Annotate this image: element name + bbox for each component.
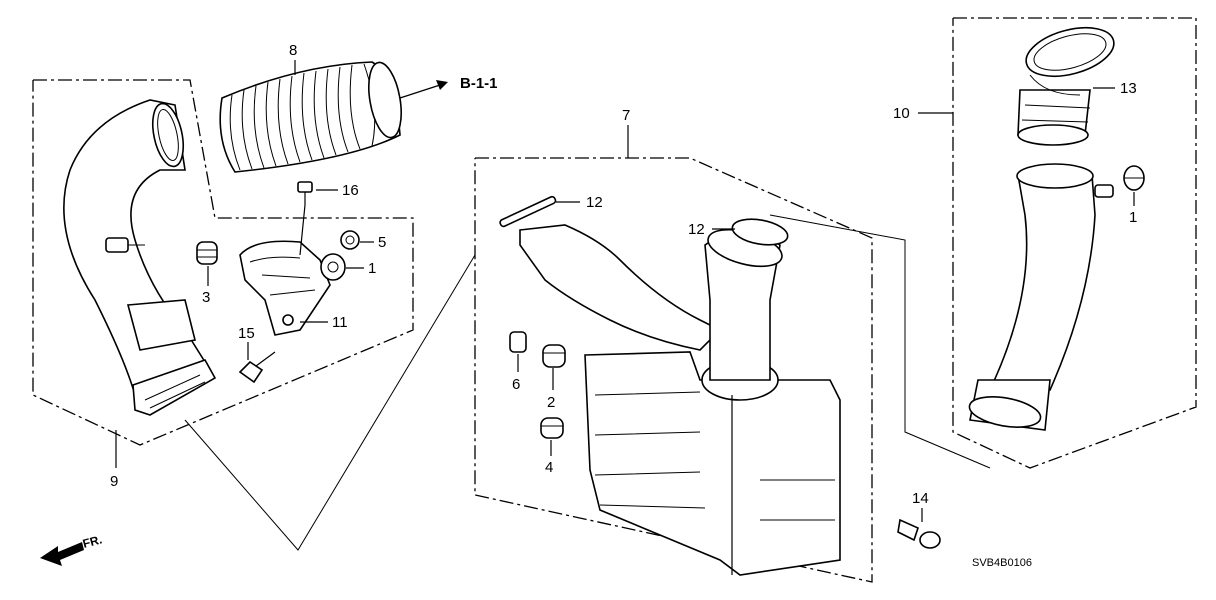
grommet-part-3: [196, 241, 218, 265]
nut-part-5: [340, 230, 360, 250]
seal-part-12-left: [499, 195, 557, 228]
callout-15: 15: [238, 325, 255, 342]
intake-duct-part-10: [968, 163, 1114, 431]
callout-3: 3: [202, 289, 210, 306]
callout-1-right: 1: [1129, 209, 1137, 226]
bolt-part-14: [897, 518, 941, 549]
reference-label: B-1-1: [460, 75, 498, 92]
group-10-outline: [952, 17, 1197, 469]
diagram-code: SVB4B0106: [972, 557, 1032, 569]
grommet-part-1-mid: [320, 253, 346, 281]
callout-7: 7: [622, 107, 630, 124]
pin-part-6: [509, 331, 527, 353]
air-cleaner-part-7: [519, 224, 841, 576]
callout-5: 5: [378, 234, 386, 251]
reference-arrow: [399, 80, 448, 99]
bolt-part-15: [238, 351, 276, 384]
callout-12-right: 12: [688, 221, 705, 238]
group-7-outline: [474, 157, 873, 583]
callout-14: 14: [912, 490, 929, 507]
callout-13: 13: [1120, 80, 1137, 97]
callout-8: 8: [289, 42, 297, 59]
leader-lines: [115, 60, 1135, 522]
bracket-part-11: [239, 240, 331, 336]
callout-4: 4: [545, 459, 553, 476]
callout-1-mid: 1: [368, 260, 376, 277]
intake-hose-part-8: [219, 61, 402, 173]
callout-6: 6: [512, 376, 520, 393]
connector-9-to-7: [184, 254, 476, 551]
front-label: FR.: [81, 532, 103, 551]
resonator-duct-part-9: [63, 99, 217, 416]
callout-9: 9: [110, 473, 118, 490]
boot-part-13: [1017, 26, 1115, 146]
seal-part-12-right: [731, 218, 789, 246]
callout-2: 2: [547, 394, 555, 411]
callout-10: 10: [893, 105, 910, 122]
grommet-part-1-right: [1123, 165, 1145, 191]
group-9-outline: [32, 79, 414, 446]
grommet-part-2: [542, 344, 566, 368]
callout-12-left: 12: [586, 194, 603, 211]
callout-11: 11: [332, 314, 348, 331]
front-arrow-icon: [40, 542, 84, 566]
grommet-part-4: [540, 417, 564, 439]
bolt-part-16: [297, 181, 313, 205]
connector-7-to-10: [769, 214, 991, 469]
callout-16: 16: [342, 182, 359, 199]
